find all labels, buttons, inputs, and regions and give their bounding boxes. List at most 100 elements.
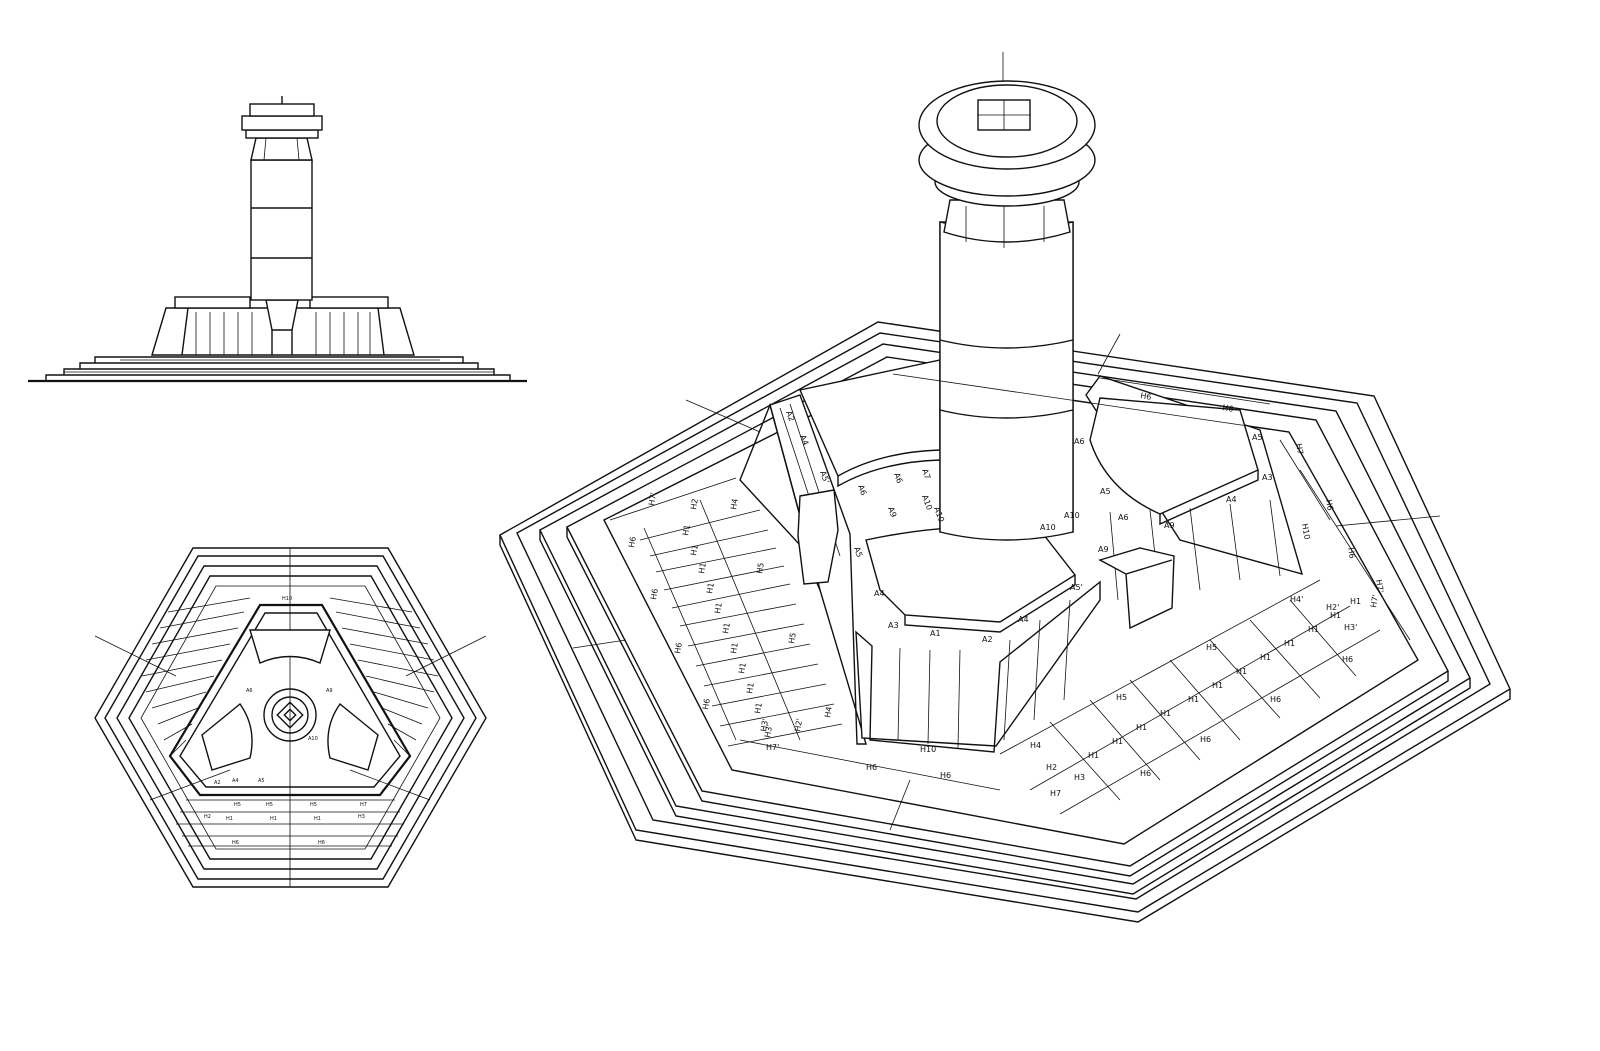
label: H7' [1374,579,1385,594]
label: H7' [766,743,779,752]
label: H1 [721,622,732,635]
label: H2 [689,498,700,511]
label: H7' [647,492,658,507]
label: H2' [1326,603,1339,612]
label: A7 [920,468,932,481]
label: H6 [627,536,638,549]
label: A5 [852,546,864,559]
label: A2 [982,635,993,644]
label: H1 [705,582,716,595]
label: H7 [1294,443,1305,456]
label: H6 [1270,695,1281,704]
plan-labels: H5 H5 H5 H1 H1 H1 H2 H3 H6 H6 H7 A2 A4 A… [204,596,367,846]
elevation-view [28,96,527,383]
label: H6 [1222,403,1235,414]
label: H6 [1324,499,1335,512]
label: A6 [892,472,904,485]
label: H1 [1284,639,1295,648]
label: H5 [310,802,317,808]
label: H1 [745,682,756,695]
label: A2 [784,410,796,423]
label: A9 [326,688,333,694]
label: A4 [232,778,239,784]
label: H1 [713,602,724,615]
label: A4 [798,434,810,447]
iso-right-labels: H4 H2 H3 H1 H1 H1 H1 H5 H1 H1 H1 H1 H5 H… [1030,594,1380,798]
label: H10 [1300,523,1312,541]
label: A4 [874,589,885,598]
label: H5 [787,632,798,645]
label: A9 [1164,521,1175,530]
label: H6 [232,840,239,846]
label: H1 [689,544,700,557]
label: H1 [1188,695,1199,704]
label: H10 [920,745,936,754]
label: A4 [1226,495,1237,504]
label: H7 [1050,789,1061,798]
label: H5 [755,562,766,575]
label: H1 [737,662,748,675]
label: A5 [258,778,265,784]
label: A6 [1118,513,1129,522]
label: H1 [697,562,708,575]
label: H1 [226,816,233,822]
label: H6 [1200,735,1211,744]
label: A10 [308,736,318,742]
label: A10 [1064,511,1080,520]
plan-view [94,547,487,888]
label: H4' [823,704,834,719]
label: A10 [920,494,934,512]
label: H1 [1160,709,1171,718]
label: A6 [856,484,868,497]
label: H6 [1346,547,1357,560]
label: H1 [1308,625,1319,634]
label: H6 [940,771,951,780]
label: A3 [1262,473,1273,482]
label: H5 [266,802,273,808]
label: H7 [360,802,367,808]
label: H3' [1344,623,1357,632]
label: A5 [1252,433,1263,442]
label: A5' [818,470,831,485]
label: A2 [214,780,221,786]
label: A4 [1018,615,1029,624]
label: H4 [1030,741,1041,750]
iso-inner-labels: A2 A4 A5' A6 A6 A7 A9 A10 A10 A5 A4 A3 A… [784,410,1272,644]
label: A10 [1040,523,1056,532]
label: H6 [673,642,684,655]
label: A9 [886,506,898,519]
label: A5' [1070,583,1083,592]
label: A1 [930,629,941,638]
label: H3' [763,724,774,739]
label: H1 [1260,653,1271,662]
label: H6 [649,588,660,601]
label: H1 [1236,667,1247,676]
iso-left-labels: H7' H3' H2 H4 H6 H1 H1 H1 H1 H5 H6 H1 H1… [627,492,951,780]
label: H2 [204,814,211,820]
label: H1 [681,524,692,537]
label: H6 [866,763,877,772]
label: H3 [1074,773,1085,782]
isometric-view [499,52,1511,923]
label: H5 [1206,643,1217,652]
iso-back-labels: H6 H6 H7 H6 H10 H6 H7' [1140,391,1386,593]
label: H3' [759,718,770,733]
label: A3 [888,621,899,630]
label: H6 [1140,769,1151,778]
label: A6 [246,688,253,694]
label: H6 [701,698,712,711]
label: H1 [270,816,277,822]
label: H1 [729,642,740,655]
label: H3 [358,814,365,820]
label: A9 [1098,545,1109,554]
label: H5 [234,802,241,808]
label: A5 [1100,487,1111,496]
label: H6 [1342,655,1353,664]
label: H1 [1350,597,1361,606]
label: H2' [793,718,804,733]
label: H1 [1212,681,1223,690]
label: H2 [1046,763,1057,772]
label: H5 [1116,693,1127,702]
label: H1 [1088,751,1099,760]
